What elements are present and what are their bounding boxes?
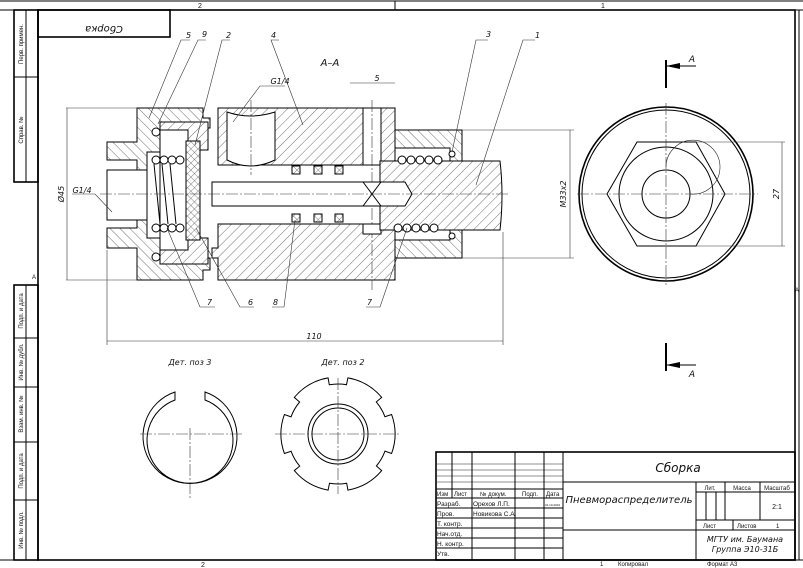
sheets-value: 1 [776, 524, 780, 530]
detail-part-3: Дет. поз 3 [140, 358, 242, 500]
side-label: Подп. и дата [19, 453, 25, 489]
callouts: 5 9 2 4 3 1 7 6 8 7 [148, 30, 540, 308]
product-name: Пневмораспределитель [566, 495, 693, 506]
dim-length: 110 [306, 332, 321, 341]
header-doc: № докум. [480, 491, 507, 498]
title-block: Изм Лист № докум. Подп. Дата Разраб. Оре… [435, 451, 796, 561]
svg-text:А: А [688, 370, 695, 380]
zone-number-top-right: 1 [601, 3, 605, 10]
gear-outline [280, 377, 396, 491]
svg-text:А: А [688, 55, 695, 65]
callout: 4 [271, 31, 276, 40]
side-label: Подп. и дата [19, 293, 25, 329]
mass-label: Масса [733, 486, 751, 492]
lit-label: Лит. [704, 486, 715, 492]
end-view: 27 А А [577, 55, 785, 380]
detail3-title: Дет. поз 3 [168, 358, 212, 367]
side-label: Инв. № подл. [18, 511, 25, 549]
side-label: Взам. инв. № [18, 395, 25, 432]
svg-text:Разраб.: Разраб. [437, 500, 461, 508]
callout: 2 [226, 31, 231, 40]
inverted-stamp: Сборка [37, 9, 171, 38]
callout: 1 [535, 31, 540, 40]
org-line1: МГТУ им. Баумана [707, 535, 783, 544]
svg-text:Орехов Л.П.: Орехов Л.П. [473, 501, 510, 508]
scale-value: 2:1 [772, 504, 782, 511]
side-label: Справ. № [18, 116, 25, 143]
header-list: Лист [454, 492, 467, 498]
side-marker-right: A [795, 288, 799, 294]
svg-text:Утв.: Утв. [437, 551, 450, 558]
callout: 8 [273, 298, 278, 307]
svg-text:Т. контр.: Т. контр. [437, 521, 463, 528]
svg-text:Новикова С.А.: Новикова С.А. [473, 511, 517, 518]
section-title: А–А [320, 58, 340, 69]
part-6-valve [185, 140, 201, 241]
svg-text:Н. контр.: Н. контр. [437, 541, 464, 548]
header-izm: Изм [437, 492, 448, 498]
callout: 9 [202, 30, 207, 39]
dim-thread: M33x2 [559, 181, 568, 208]
sheets-label: Листов [737, 524, 757, 530]
header-date: Дата [546, 492, 560, 498]
dim-diameter: Ø45 [56, 186, 66, 203]
side-marker-left: A [32, 275, 36, 281]
side-label: Инв. № дубл. [18, 343, 25, 380]
callout: 5 [186, 31, 191, 40]
format-label: Формат А3 [707, 562, 738, 568]
copied-label: Копировал [618, 562, 649, 568]
section-marker-bottom: А [665, 343, 696, 380]
callout: 3 [486, 30, 491, 39]
side-label: Перв. примен. [19, 24, 25, 64]
drawing-name: Сборка [655, 461, 700, 475]
scale-label: Масштаб [764, 486, 790, 492]
sheet-label: Лист [703, 524, 716, 530]
section-view-a-a: А–А [56, 30, 574, 345]
part-8-orings [291, 165, 344, 223]
svg-text:31.10.2019: 31.10.2019 [545, 503, 560, 507]
dimensions: Ø45 110 M33x2 5 G1/4 G1/4 [56, 74, 574, 345]
section-marker-top: А [665, 55, 696, 88]
svg-text:Нач.отд.: Нач.отд. [437, 531, 462, 538]
zone-number-bottom-left: 2 [201, 562, 205, 568]
header-sign: Подп. [522, 492, 538, 498]
thread-left-label: G1/4 [72, 186, 91, 195]
thread-top-label: G1/4 [270, 77, 289, 86]
zone-number-top-left: 2 [198, 3, 202, 10]
detail2-title: Дет. поз 2 [321, 358, 365, 367]
svg-text:Пров.: Пров. [437, 511, 454, 518]
signature-rows: Разраб. Орехов Л.П. 31.10.2019 Пров. Нов… [437, 500, 560, 558]
dim-hex: 27 [772, 188, 781, 199]
side-strip: Перв. примен. Справ. № Подп. и дата Инв.… [13, 9, 39, 561]
part-1-rod [379, 160, 503, 231]
org-line2: Группа Э10-31Б [712, 545, 779, 554]
dim-slot: 5 [374, 74, 379, 83]
detail-part-2: Дет. поз 2 [275, 358, 400, 494]
callout: 7 [207, 298, 213, 307]
callout: 7 [367, 298, 373, 307]
copied-number: 1 [600, 562, 604, 568]
callout: 6 [248, 298, 253, 307]
inverted-stamp-text: Сборка [85, 23, 123, 35]
